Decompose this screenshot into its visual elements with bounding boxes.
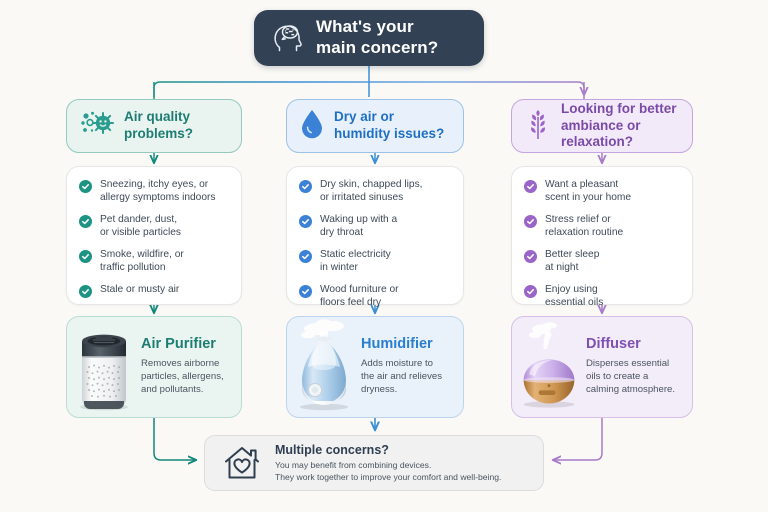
symptom-item: Better sleep at night [524,248,680,275]
root-question-card[interactable]: What's your main concern? [254,10,484,66]
product-name-humidifier: Humidifier [361,336,433,353]
product-description-diffuser: Disperses essential oils to create a cal… [586,358,676,396]
symptom-item: Want a pleasant scent in your home [524,178,680,205]
germ-particles-icon [80,110,114,143]
symptom-item: Stale or musty air [79,283,229,298]
lavender-herb-icon [525,108,551,145]
symptom-text: Dry skin, chapped lips, or irritated sin… [320,179,423,204]
symptom-item: Wood furniture or floors feel dry [299,283,451,310]
symptom-item: Smoke, wildfire, or traffic pollution [79,248,229,275]
check-icon [524,180,537,193]
symptom-text: Waking up with a dry throat [320,213,398,239]
product-card-humidifier[interactable]: Humidifier Adds moisture to the air and … [286,316,464,418]
symptom-text: Static electricity in winter [320,248,391,274]
check-icon [524,284,537,298]
symptom-text: Want a pleasant scent in your home [545,179,632,204]
symptom-text: Wood furniture or floors feel dry [320,283,399,309]
category-title-air-quality: Air quality problems? [124,109,194,141]
check-icon [299,214,312,228]
head-brain-icon [272,19,304,58]
product-description-humidifier: Adds moisture to the air and relieves dr… [361,358,443,396]
check-icon [524,249,537,263]
category-header-ambiance[interactable]: Looking for better ambiance or relaxatio… [511,99,693,153]
multiple-concerns-card[interactable]: Multiple concerns? You may benefit from … [204,435,544,491]
check-icon [299,284,312,298]
product-card-air-purifier[interactable]: Air Purifier Removes airborne particles,… [66,316,242,418]
category-header-air-quality[interactable]: Air quality problems? [66,99,242,153]
check-icon [299,249,312,263]
symptom-text: Smoke, wildfire, or traffic pollution [100,248,184,274]
category-title-ambiance: Looking for better ambiance or relaxatio… [561,100,677,150]
diffuser-icon [518,322,580,411]
footer-line-1: You may benefit from combining devices. [275,459,432,470]
symptom-item: Stress relief or relaxation routine [524,213,680,240]
symptom-card-ambiance: Want a pleasant scent in your home Stres… [511,166,693,308]
symptom-item: Pet dander, dust, or visible particles [79,213,229,240]
symptom-text: Stress relief or relaxation routine [545,213,624,239]
symptom-card-dry-air: Dry skin, chapped lips, or irritated sin… [286,166,464,308]
symptom-text: Pet dander, dust, or visible particles [100,213,181,239]
symptom-card-air-quality: Sneezing, itchy eyes, or allergy symptom… [66,166,242,305]
symptom-item: Sneezing, itchy eyes, or allergy symptom… [79,178,229,205]
symptom-text: Better sleep at night [545,248,600,274]
product-card-diffuser[interactable]: Diffuser Disperses essential oils to cre… [511,316,693,418]
humidifier-icon [293,319,355,411]
symptom-item: Dry skin, chapped lips, or irritated sin… [299,178,451,205]
category-title-dry-air: Dry air or humidity issues? [334,109,445,141]
house-heart-icon [221,442,263,484]
symptom-item: Waking up with a dry throat [299,213,451,240]
check-icon [299,180,312,193]
footer-line-2: They work together to improve your comfo… [275,471,502,482]
check-icon [79,249,92,263]
check-icon [79,180,92,193]
footer-title: Multiple concerns? [275,442,389,457]
check-icon [524,214,537,228]
check-icon [79,284,92,298]
product-description-air-purifier: Removes airborne particles, allergens, a… [141,358,224,396]
symptom-item: Static electricity in winter [299,248,451,275]
category-header-dry-air[interactable]: Dry air or humidity issues? [286,99,464,153]
air-purifier-icon [73,323,135,411]
symptom-text: Stale or musty air [100,283,180,295]
water-droplet-icon [300,109,324,144]
symptom-text: Sneezing, itchy eyes, or allergy symptom… [100,179,216,204]
product-name-air-purifier: Air Purifier [141,336,216,353]
check-icon [79,214,92,228]
root-question-title: What's your main concern? [316,17,439,57]
symptom-item: Enjoy using essential oils [524,283,680,310]
product-name-diffuser: Diffuser [586,336,641,353]
symptom-text: Enjoy using essential oils [545,283,604,309]
